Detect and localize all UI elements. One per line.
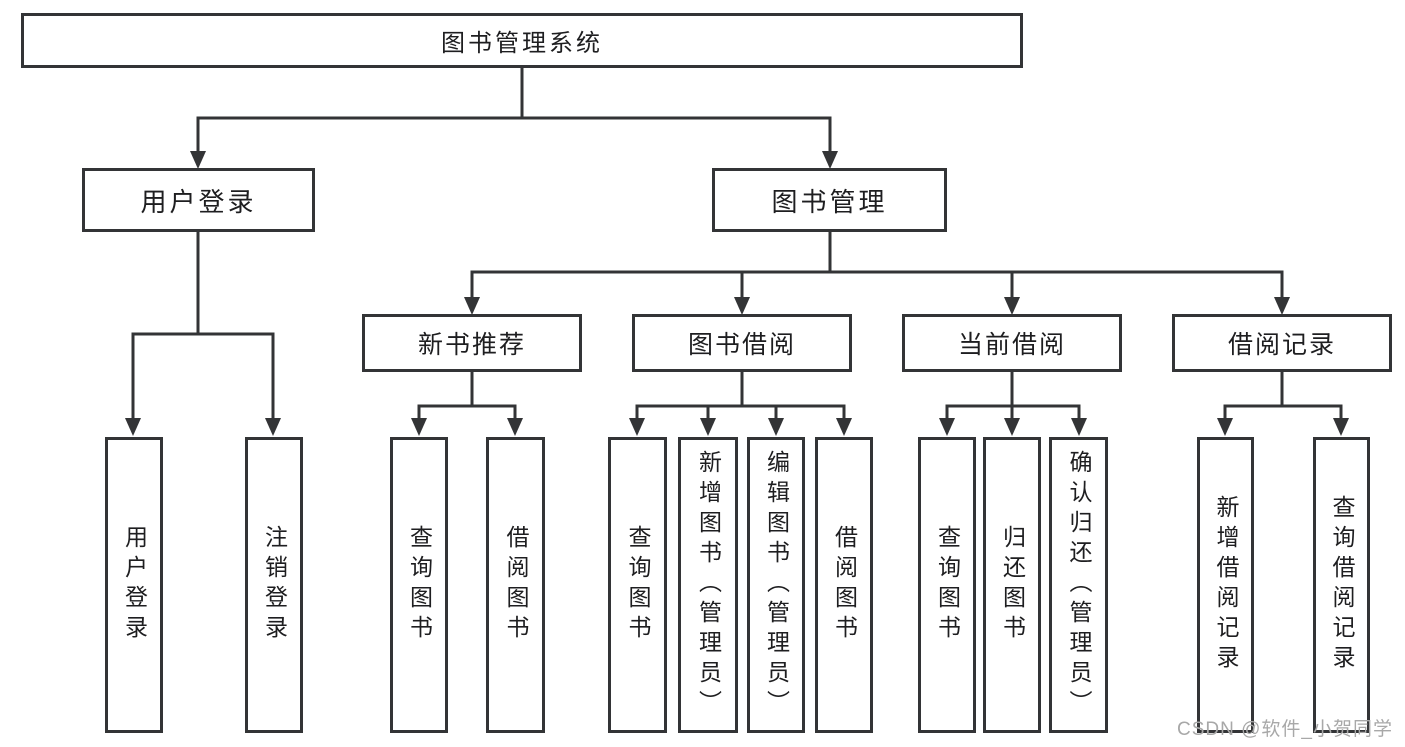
arrowhead <box>507 418 523 436</box>
leaf-query-books-current: 查询图书 <box>918 437 976 733</box>
arrowhead <box>125 418 141 436</box>
node-new-book-recommendation: 新书推荐 <box>362 314 582 372</box>
leaf-add-book-admin: 新增图书（管理员） <box>678 437 738 733</box>
arrowhead <box>939 418 955 436</box>
node-current-borrowing: 当前借阅 <box>902 314 1122 372</box>
arrowhead <box>734 297 750 315</box>
leaf-add-borrow-record: 新增借阅记录 <box>1197 437 1254 733</box>
arrowhead <box>700 418 716 436</box>
leaf-borrow-books-borrowing: 借阅图书 <box>815 437 873 733</box>
leaf-confirm-return-admin: 确认归还（管理员） <box>1049 437 1108 733</box>
arrowhead <box>1333 418 1349 436</box>
arrowhead <box>822 151 838 169</box>
arrowhead <box>190 151 206 169</box>
leaf-borrow-books-recommend: 借阅图书 <box>486 437 545 733</box>
connector-path <box>131 68 1343 420</box>
leaf-user-login: 用户登录 <box>105 437 163 733</box>
arrowhead <box>836 418 852 436</box>
arrowhead <box>1004 418 1020 436</box>
arrowhead <box>265 418 281 436</box>
leaf-query-books-borrowing: 查询图书 <box>608 437 667 733</box>
arrowhead <box>1274 297 1290 315</box>
arrowhead <box>464 297 480 315</box>
node-book-management: 图书管理 <box>712 168 947 232</box>
node-book-borrowing: 图书借阅 <box>632 314 852 372</box>
arrowhead <box>411 418 427 436</box>
node-user-login: 用户登录 <box>82 168 315 232</box>
csdn-watermark: CSDN @软件_小贺同学 <box>1177 719 1393 740</box>
node-library-management-system: 图书管理系统 <box>21 13 1023 68</box>
arrowhead <box>1004 297 1020 315</box>
leaf-query-books-recommend: 查询图书 <box>390 437 448 733</box>
arrowhead <box>1071 418 1087 436</box>
leaf-query-borrow-record: 查询借阅记录 <box>1313 437 1370 733</box>
leaf-edit-book-admin: 编辑图书（管理员） <box>747 437 805 733</box>
arrowhead <box>768 418 784 436</box>
arrowhead <box>629 418 645 436</box>
leaf-logout: 注销登录 <box>245 437 303 733</box>
node-borrowing-records: 借阅记录 <box>1172 314 1392 372</box>
leaf-return-book: 归还图书 <box>983 437 1041 733</box>
arrowhead <box>1217 418 1233 436</box>
